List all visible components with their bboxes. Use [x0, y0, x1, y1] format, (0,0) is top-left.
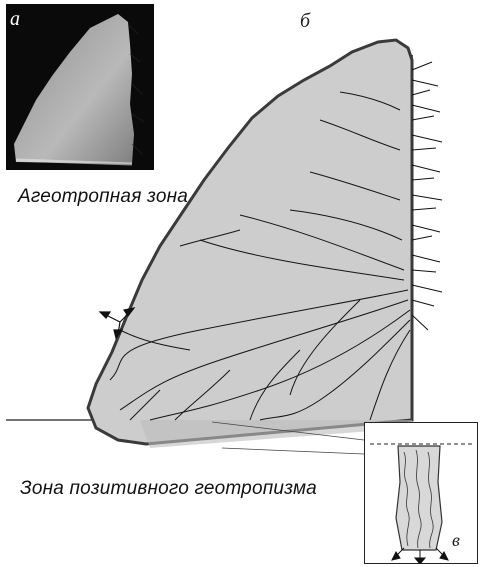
- panel-letter-b: б: [300, 10, 310, 33]
- inset-panel-v: [364, 422, 478, 564]
- agravitropic-zone-label: Агеотропная зона: [18, 186, 188, 208]
- positive-geotropism-zone-label: Зона позитивного геотропизма: [20, 478, 317, 500]
- leaf-blade: [88, 40, 412, 444]
- panel-letter-v: в: [452, 530, 460, 551]
- external-roots: [412, 62, 442, 330]
